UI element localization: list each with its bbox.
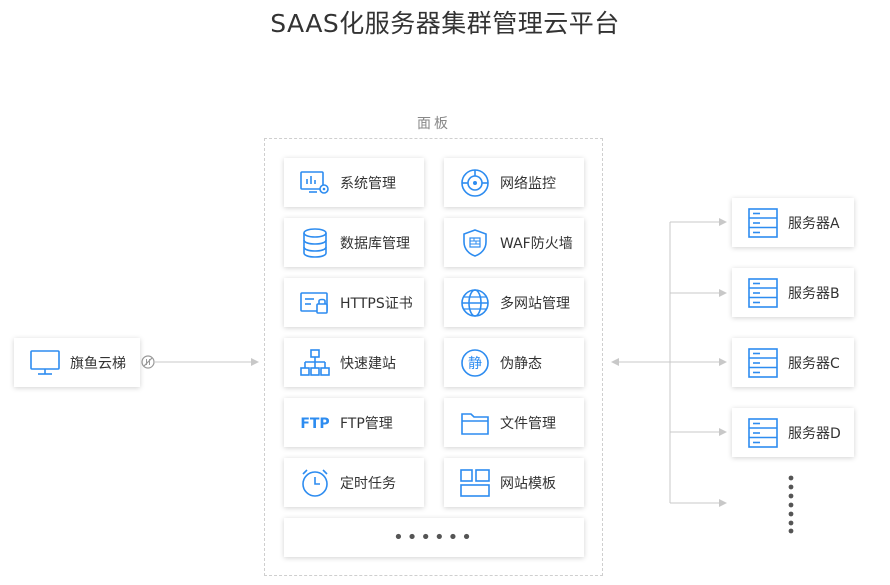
card-system-management[interactable]: 系统管理	[284, 158, 424, 207]
template-icon	[458, 468, 492, 498]
ftp-icon-text: FTP	[300, 416, 329, 432]
card-label: 定时任务	[340, 475, 396, 492]
card-label: 快速建站	[340, 355, 396, 372]
link-icon	[141, 355, 155, 369]
card-database-management[interactable]: 数据库管理	[284, 218, 424, 267]
monitor-icon	[28, 348, 62, 378]
server-icon	[746, 277, 780, 308]
server-card-c[interactable]: 服务器C	[732, 338, 854, 387]
card-label: HTTPS证书	[340, 295, 413, 312]
static-icon: 静	[458, 348, 492, 378]
card-site-templates[interactable]: 网站模板	[444, 458, 584, 507]
card-quick-build[interactable]: 快速建站	[284, 338, 424, 387]
client-card[interactable]: 旗鱼云梯	[14, 338, 140, 387]
database-icon	[298, 227, 332, 258]
certificate-icon	[298, 288, 332, 318]
server-icon	[746, 417, 780, 448]
folder-icon	[458, 408, 492, 438]
card-more[interactable]: ••••••	[284, 518, 584, 557]
server-card-a[interactable]: 服务器A	[732, 198, 854, 247]
card-https-certificate[interactable]: HTTPS证书	[284, 278, 424, 327]
card-label: 文件管理	[500, 415, 556, 432]
card-label: 网站模板	[500, 475, 556, 492]
card-label: 系统管理	[340, 175, 396, 192]
server-label: 服务器C	[788, 355, 840, 372]
sitemap-icon	[298, 348, 332, 378]
card-label: FTP管理	[340, 415, 393, 432]
server-label: 服务器B	[788, 285, 840, 302]
card-label: 多网站管理	[500, 295, 570, 312]
card-label: WAF防火墙	[500, 235, 573, 252]
client-label: 旗鱼云梯	[70, 355, 126, 372]
card-waf-firewall[interactable]: WAF防火墙	[444, 218, 584, 267]
more-servers-dots	[788, 475, 794, 534]
page-title: SAAS化服务器集群管理云平台	[270, 9, 620, 38]
static-icon-text: 静	[468, 356, 482, 372]
server-card-d[interactable]: 服务器D	[732, 408, 854, 457]
ftp-icon: FTP	[298, 408, 332, 438]
panel-frame	[264, 138, 603, 576]
card-file-management[interactable]: 文件管理	[444, 398, 584, 447]
card-label: 数据库管理	[340, 235, 410, 252]
server-card-b[interactable]: 服务器B	[732, 268, 854, 317]
card-scheduled-tasks[interactable]: 定时任务	[284, 458, 424, 507]
shield-icon	[458, 228, 492, 258]
network-monitor-icon	[458, 168, 492, 198]
server-icon	[746, 347, 780, 378]
card-label: 网络监控	[500, 175, 556, 192]
system-settings-icon	[298, 168, 332, 198]
server-icon	[746, 207, 780, 238]
globe-icon	[458, 288, 492, 318]
card-network-monitor[interactable]: 网络监控	[444, 158, 584, 207]
card-multi-site[interactable]: 多网站管理	[444, 278, 584, 327]
panel-label: 面板	[417, 116, 451, 132]
card-ftp-management[interactable]: FTP FTP管理	[284, 398, 424, 447]
alarm-clock-icon	[298, 468, 332, 498]
more-dots: ••••••	[393, 526, 475, 548]
card-pseudo-static[interactable]: 静 伪静态	[444, 338, 584, 387]
server-label: 服务器D	[788, 425, 841, 442]
server-label: 服务器A	[788, 215, 840, 232]
card-label: 伪静态	[500, 355, 542, 372]
